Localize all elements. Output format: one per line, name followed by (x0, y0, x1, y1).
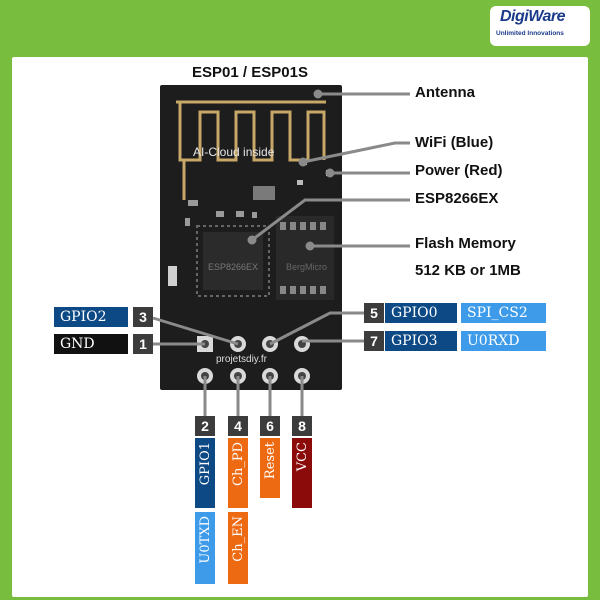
pin1-label: GND (54, 334, 128, 354)
crystal (253, 186, 275, 200)
smd-part (216, 211, 224, 217)
brand-logo: DigiWare Unlimited Innovations (490, 6, 590, 46)
brand-name: DigiWare (500, 8, 566, 25)
pin4-label: Ch_PD (228, 438, 248, 508)
label-antenna: Antenna (415, 84, 475, 101)
chip-silk-text: ESP8266EX (208, 262, 258, 272)
pin6-label: Reset (260, 438, 280, 498)
pin5-number: 5 (364, 303, 384, 323)
pin5-alt-label: SPI_CS2 (461, 303, 546, 323)
smd-part (236, 211, 244, 217)
pin3-number: 3 (133, 307, 153, 327)
smd-part (185, 218, 190, 226)
pin2-number: 2 (195, 416, 215, 436)
pin8-number: 8 (292, 416, 312, 436)
label-power-led: Power (Red) (415, 162, 503, 179)
pin8-label: VCC (292, 438, 312, 508)
label-flash-memory: Flash Memory (415, 235, 516, 252)
label-flash-size: 512 KB or 1MB (415, 262, 521, 279)
pin5-line (269, 311, 364, 346)
brand-tagline: Unlimited Innovations (496, 30, 564, 37)
site-silk-text: projetsdiy.fr (216, 354, 268, 365)
diagram-title: ESP01 / ESP01S (192, 64, 308, 81)
pin5-label: GPIO0 (385, 303, 457, 323)
label-wifi-led: WiFi (Blue) (415, 134, 494, 151)
pin4-alt-label: Ch_EN (228, 512, 248, 584)
smd-part (168, 266, 177, 286)
led-pad (297, 180, 303, 185)
annotation-lines (152, 89, 410, 416)
pin7-number: 7 (364, 331, 384, 351)
smd-part (252, 212, 257, 218)
wifi-line (302, 141, 410, 164)
flash-chip: BergMicro (276, 216, 334, 300)
chip-line (251, 198, 410, 242)
pin3-line (152, 316, 239, 346)
pin7-alt-label: U0RXD (461, 331, 546, 351)
label-esp-chip: ESP8266EX (415, 190, 499, 207)
smd-part (188, 200, 198, 206)
pin7-label: GPIO3 (385, 331, 457, 351)
antenna-trace (176, 100, 326, 162)
pin4-number: 4 (228, 416, 248, 436)
pin2-alt-label: U0TXD (195, 512, 215, 584)
pin1-number: 1 (133, 334, 153, 354)
antenna-silk-text: AI-Cloud inside (193, 145, 275, 159)
pin3-label: GPIO2 (54, 307, 128, 327)
pin2-label: GPIO1 (195, 438, 215, 508)
pin6-number: 6 (260, 416, 280, 436)
flash-silk-text: BergMicro (286, 262, 327, 272)
